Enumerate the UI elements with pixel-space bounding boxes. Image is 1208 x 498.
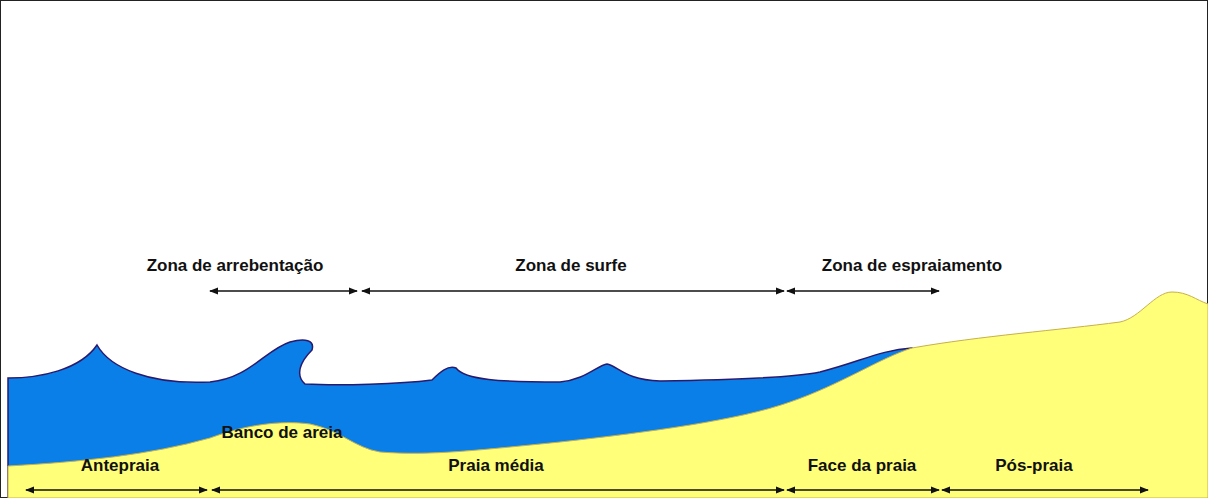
dimension-arrow: [26, 489, 207, 490]
sand: [8, 292, 1208, 498]
dimension-arrow: [787, 489, 939, 490]
dimension-arrow: [210, 290, 357, 291]
region-label: Face da praia: [808, 456, 917, 476]
region-label: Praia média: [448, 456, 543, 476]
zone-label: Zona de arrebentação: [147, 256, 324, 276]
zone-label: Zona de espraiamento: [822, 256, 1002, 276]
zone-arrows: [26, 291, 1148, 490]
dimension-arrow: [212, 489, 784, 490]
region-label: Pós-praia: [995, 456, 1072, 476]
dimension-arrow: [942, 489, 1148, 490]
feature-label: Banco de areia: [222, 423, 343, 443]
dimension-arrow: [787, 290, 939, 291]
region-label: Antepraia: [81, 456, 159, 476]
dimension-arrow: [362, 290, 784, 291]
zone-label: Zona de surfe: [515, 256, 626, 276]
